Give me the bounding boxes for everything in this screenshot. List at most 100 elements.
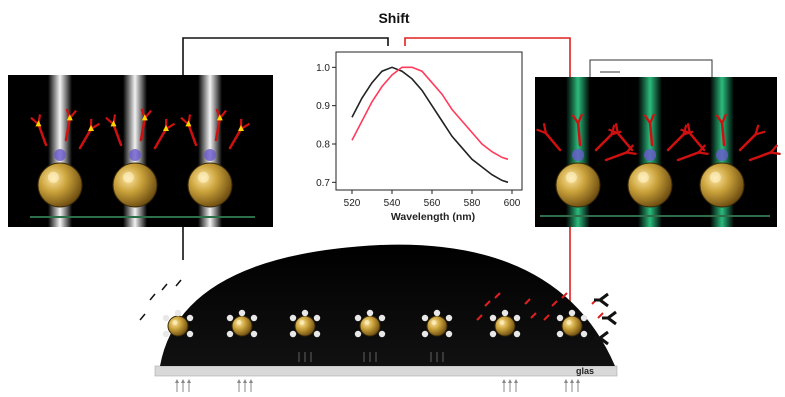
antibody-stem <box>139 117 147 142</box>
yellow-tag <box>163 124 169 131</box>
surface-ligand <box>313 314 321 322</box>
gold-nanoparticle-highlight <box>47 171 59 183</box>
antibody-arm <box>571 114 579 124</box>
antibody-arm <box>686 123 691 134</box>
light-arrow-head <box>576 379 580 383</box>
right-panel <box>525 77 781 227</box>
gold-nanoparticle-highlight <box>709 171 721 183</box>
y-tick-label: 0.8 <box>316 140 330 151</box>
surface-ligand <box>513 314 521 322</box>
dome-nanoparticle-highlight <box>172 320 178 325</box>
surface-ligand <box>378 330 386 338</box>
dome-nanoparticle-highlight <box>299 320 305 325</box>
gold-nanoparticle <box>187 162 233 208</box>
antibody-arm <box>682 124 688 135</box>
antibody-stem <box>228 127 243 150</box>
antibody-stem <box>616 131 634 152</box>
linker-blob <box>644 149 656 161</box>
surface-ligand <box>421 314 429 322</box>
antibody-stem <box>78 127 93 150</box>
yellow-tag <box>185 120 192 127</box>
surface-ligand <box>186 314 194 322</box>
surface-ligand <box>445 330 453 338</box>
antibody-stem <box>594 133 613 152</box>
antibody-arm <box>754 124 760 135</box>
yellow-tag <box>66 114 73 121</box>
antibody-arm <box>643 114 651 124</box>
antibody-stem <box>544 131 562 152</box>
dome-nanoparticle <box>561 315 583 337</box>
light-arrow-head <box>502 379 506 383</box>
free-antibody <box>524 298 531 305</box>
diagram-title: Shift <box>378 10 410 26</box>
antibody-arm <box>577 113 584 124</box>
free-antibody <box>494 292 501 299</box>
dome-nanoparticle-highlight <box>566 320 572 325</box>
surface-ligand <box>366 309 374 317</box>
x-tick-label: 600 <box>504 198 521 209</box>
small-arrow <box>175 279 182 287</box>
antibody-arm <box>626 151 637 156</box>
antibody-stem <box>112 123 123 147</box>
antibody-arm <box>680 128 691 135</box>
light-arrow-head <box>514 379 518 383</box>
antibody-arm <box>610 124 616 135</box>
series-line-red <box>351 66 509 161</box>
gold-nanoparticle <box>37 162 83 208</box>
light-arrow-head <box>175 379 179 383</box>
surface-ligand <box>162 330 170 338</box>
y-tick-label: 0.9 <box>316 101 330 112</box>
antibody-arm <box>770 151 781 156</box>
linker-blob <box>54 149 66 161</box>
light-arrow-head <box>181 379 185 383</box>
free-antibody <box>551 300 558 307</box>
linker-blob <box>129 149 141 161</box>
x-axis-label: Wavelength (nm) <box>391 211 475 223</box>
yellow-tag <box>141 114 148 121</box>
linker-blob <box>716 149 728 161</box>
antibody-arm <box>608 128 619 135</box>
free-antibody <box>561 292 568 299</box>
yellow-tag <box>110 120 117 127</box>
surface-ligand <box>568 309 576 317</box>
surface-ligand <box>513 330 521 338</box>
surface-ligand <box>289 330 297 338</box>
antibody-arm <box>715 114 723 124</box>
antibody-arm <box>698 151 709 156</box>
surface-ligand <box>501 309 509 317</box>
dome-nanoparticle <box>494 315 516 337</box>
dome-nanoparticle-highlight <box>236 320 242 325</box>
small-arrow <box>139 313 146 321</box>
solution-dome <box>160 244 615 366</box>
surface-ligand <box>174 309 182 317</box>
dome-nanoparticle <box>167 315 189 337</box>
light-arrow-head <box>237 379 241 383</box>
free-antibody <box>597 312 604 319</box>
y-tick-label: 1.0 <box>316 63 330 74</box>
dome-nanoparticle-highlight <box>431 320 437 325</box>
light-arrow-head <box>187 379 191 383</box>
antibody-stem <box>153 127 168 150</box>
gold-nanoparticle <box>555 162 601 208</box>
surface-ligand <box>250 314 258 322</box>
light-arrow-head <box>570 379 574 383</box>
antibody-stem <box>214 117 222 142</box>
antibody-stem <box>604 151 628 162</box>
antibody-arm <box>649 113 656 124</box>
surface-ligand <box>226 314 234 322</box>
antibody-arm <box>614 123 619 134</box>
gold-nanoparticle-highlight <box>197 171 209 183</box>
bottom-scene <box>139 244 618 392</box>
surface-ligand <box>421 330 429 338</box>
x-tick-label: 540 <box>384 198 401 209</box>
antibody-stem <box>666 133 685 152</box>
surface-ligand <box>226 330 234 338</box>
antibody-stem <box>64 117 72 142</box>
x-tick-label: 560 <box>424 198 441 209</box>
surface-ligand <box>580 330 588 338</box>
antibody-arm <box>542 123 547 134</box>
surface-ligand <box>354 330 362 338</box>
surface-ligand <box>186 330 194 338</box>
surface-ligand <box>162 314 170 322</box>
